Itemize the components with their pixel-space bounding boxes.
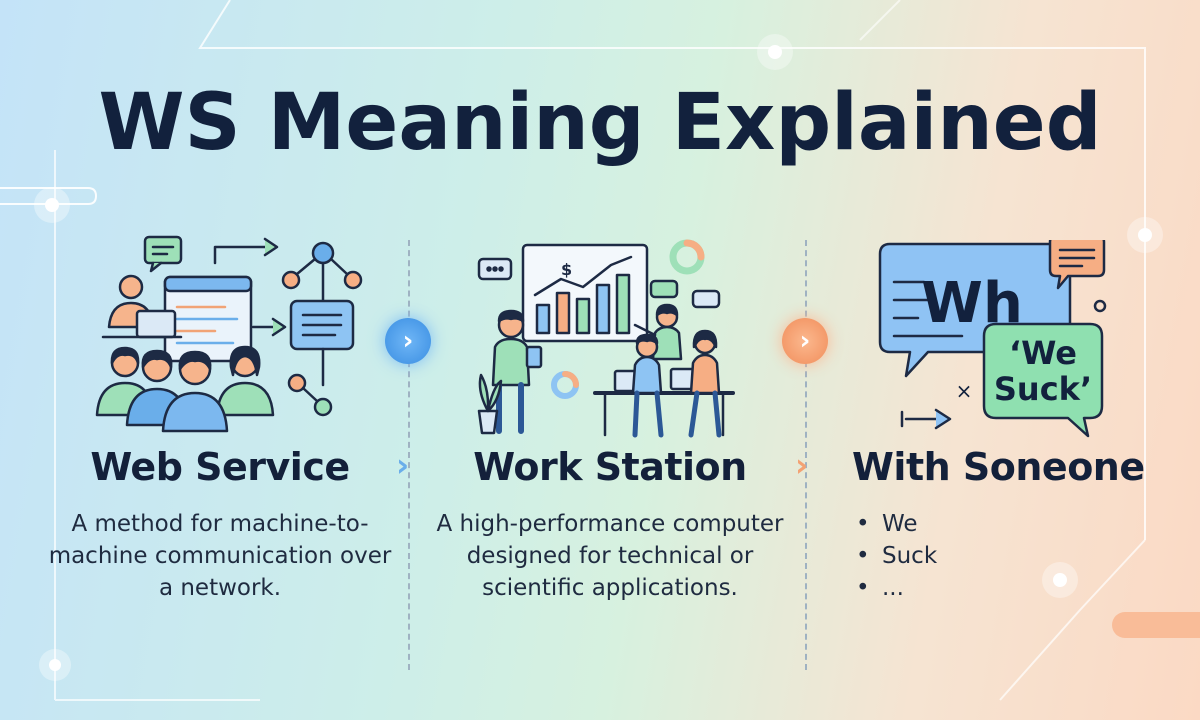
chevron-right-icon: › bbox=[795, 446, 809, 484]
page-title: WS Meaning Explained bbox=[98, 78, 1102, 168]
bubble-small-text-line2: Suck’ bbox=[994, 370, 1092, 408]
workstation-team-icon: $ bbox=[477, 239, 735, 438]
chevron-right-icon: › bbox=[402, 326, 414, 356]
divider-left bbox=[408, 240, 410, 670]
dollar-sign: $ bbox=[561, 260, 572, 279]
bullet-list: We Suck ... bbox=[852, 508, 937, 604]
speech-bubbles-icon: Wh ‘We Suck’ × bbox=[878, 240, 1107, 438]
section-heading: Web Service bbox=[90, 445, 350, 489]
divider-right bbox=[805, 240, 807, 670]
bubble-big-text: Wh bbox=[921, 271, 1023, 336]
chevron-right-icon: › bbox=[396, 446, 410, 484]
bubble-small-text-line1: ‘We bbox=[1009, 334, 1077, 372]
section-description: A high-performance computer designed for… bbox=[436, 511, 784, 601]
next-button-blue[interactable]: › bbox=[385, 318, 431, 364]
times-sign: × bbox=[956, 379, 973, 403]
list-item: Suck bbox=[852, 540, 937, 572]
section-heading: Work Station bbox=[473, 445, 747, 489]
web-service-network-icon bbox=[95, 235, 363, 433]
next-button-orange[interactable]: › bbox=[782, 318, 828, 364]
chevron-right-icon: › bbox=[799, 326, 811, 356]
list-item: We bbox=[852, 508, 937, 540]
list-item: ... bbox=[852, 572, 937, 604]
section-heading: With Soneone bbox=[852, 445, 1145, 489]
section-description: A method for machine-to-machine communic… bbox=[48, 511, 392, 601]
